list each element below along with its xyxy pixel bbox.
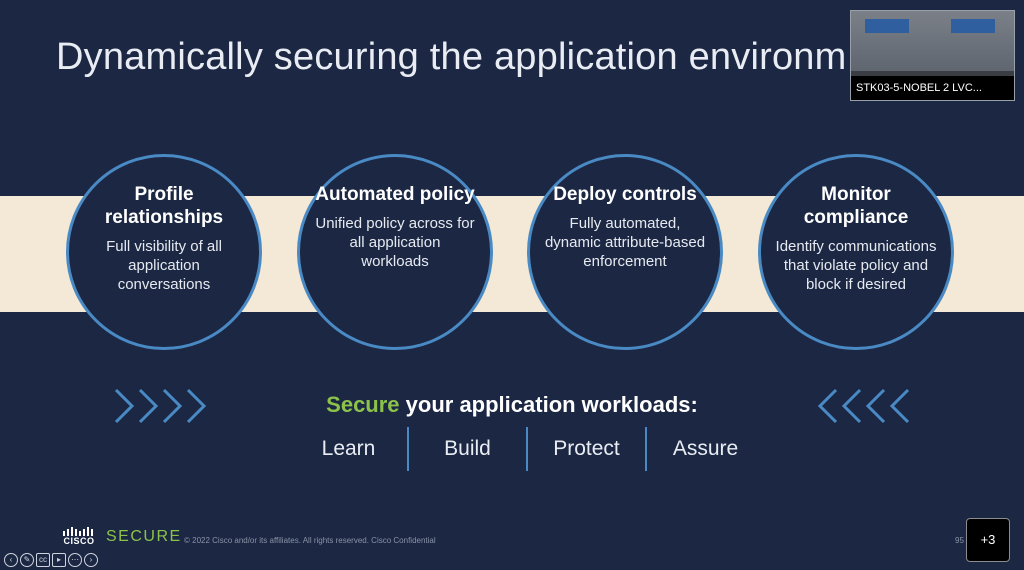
circle-heading: Profile relationships xyxy=(104,184,224,228)
tagline: Secure your application workloads: xyxy=(0,392,1024,418)
page-number: 95 xyxy=(955,536,964,545)
video-caption: STK03-5-NOBEL 2 LVC... xyxy=(851,76,1014,100)
circle-heading: Monitor compliance xyxy=(803,184,909,228)
viewer-toolbar: ‹ ✎ cc ▸ ⋯ › xyxy=(4,553,98,567)
chevrons-right-icon xyxy=(114,388,207,424)
step-learn: Learn xyxy=(321,437,376,460)
step-protect: Protect xyxy=(553,437,620,460)
tagline-rest: your application workloads: xyxy=(399,392,698,417)
video-icon[interactable]: ▸ xyxy=(52,553,66,567)
circle-body: Fully automated, dynamic attribute-based… xyxy=(544,215,706,270)
circle-heading: Automated policy xyxy=(315,184,475,205)
step-build: Build xyxy=(444,437,491,460)
video-screen-right xyxy=(951,19,995,33)
video-screen-left xyxy=(865,19,909,33)
circle-profile-relationships: Profile relationships Full visibility of… xyxy=(66,154,262,350)
copyright-text: © 2022 Cisco and/or its affiliates. All … xyxy=(184,536,436,545)
cisco-wordmark: CISCO xyxy=(63,536,95,546)
slide-title: Dynamically securing the application env… xyxy=(56,36,847,78)
step-divider xyxy=(407,427,409,471)
circle-deploy-controls: Deploy controls Fully automated, dynamic… xyxy=(527,154,723,350)
step-divider xyxy=(645,427,647,471)
circle-monitor-compliance: Monitor compliance Identify communicatio… xyxy=(758,154,954,350)
back-icon[interactable]: ‹ xyxy=(4,553,18,567)
circle-automated-policy: Automated policy Unified policy across f… xyxy=(297,154,493,350)
pen-icon[interactable]: ✎ xyxy=(20,553,34,567)
circle-body: Full visibility of all application conve… xyxy=(106,238,222,293)
forward-icon[interactable]: › xyxy=(84,553,98,567)
tagline-accent: Secure xyxy=(326,392,400,417)
step-divider xyxy=(526,427,528,471)
more-participants-button[interactable]: +3 xyxy=(966,518,1010,562)
steps-row: Learn Build Protect Assure xyxy=(290,427,764,471)
circle-body: Identify communications that violate pol… xyxy=(775,238,937,293)
cisco-bars-icon xyxy=(63,527,93,536)
circle-heading: Deploy controls xyxy=(553,184,697,205)
video-thumbnail[interactable]: STK03-5-NOBEL 2 LVC... xyxy=(850,10,1015,101)
circle-body: Unified policy across for all applicatio… xyxy=(315,215,475,270)
cisco-secure-logo: CISCO SECURE xyxy=(62,527,182,546)
captions-icon[interactable]: cc xyxy=(36,553,50,567)
step-assure: Assure xyxy=(672,437,739,460)
more-icon[interactable]: ⋯ xyxy=(68,553,82,567)
secure-wordmark: SECURE xyxy=(106,527,182,545)
chevrons-left-icon xyxy=(817,388,910,424)
